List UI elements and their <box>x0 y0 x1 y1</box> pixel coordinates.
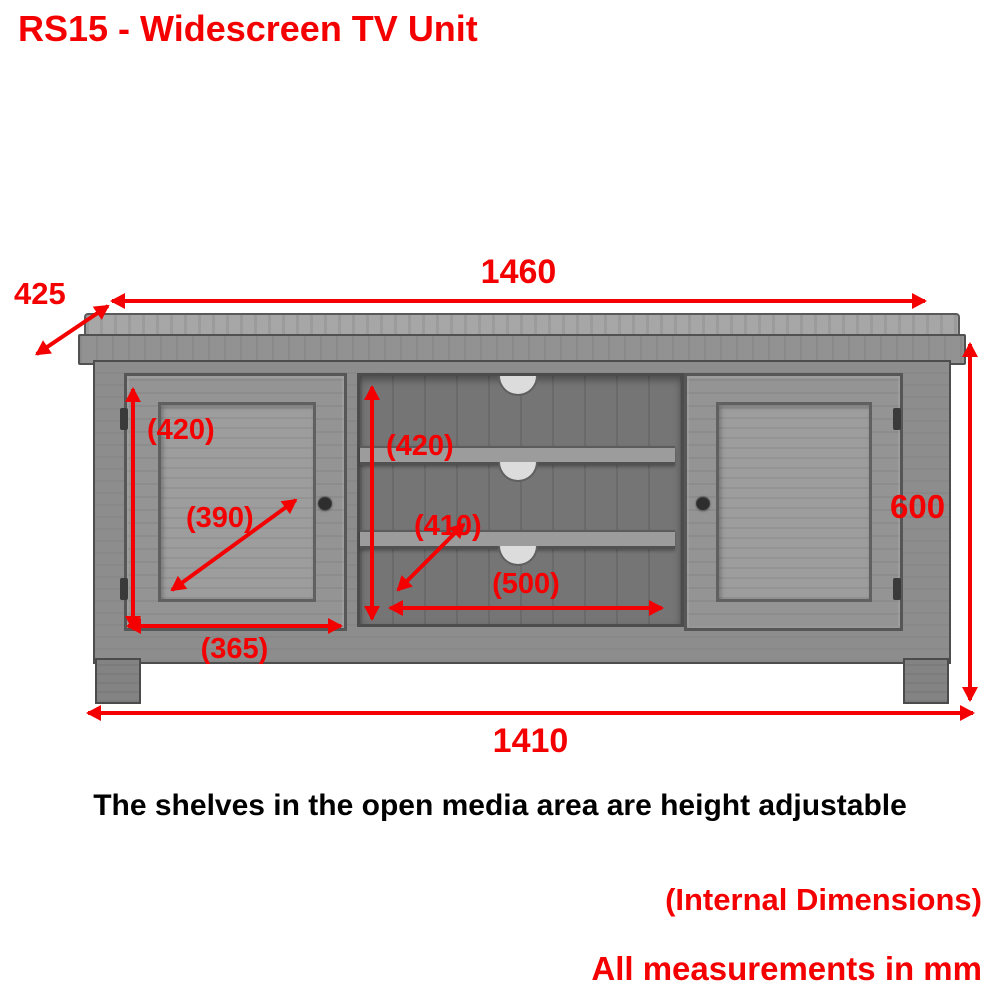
dim-arrow-top-width <box>112 299 925 303</box>
left-door-knob <box>318 496 332 510</box>
dim-arrow-bottom-width <box>88 711 973 715</box>
dim-label-door-diagonal: (390) <box>186 502 254 534</box>
right-door-hinge-top <box>893 408 901 430</box>
dim-label-door-width: (365) <box>200 633 269 665</box>
dim-label-depth: 425 <box>14 276 66 311</box>
left-door-hinge-bottom <box>120 578 128 600</box>
dim-arrow-media-width <box>390 606 662 610</box>
right-door-panel <box>716 402 872 602</box>
dim-label-door-height: (420) <box>147 414 215 446</box>
internal-dimensions-note: (Internal Dimensions) <box>665 882 982 917</box>
right-door-knob <box>696 496 710 510</box>
media-area <box>357 373 684 627</box>
dim-label-height: 600 <box>890 488 946 525</box>
dim-label-bottom-width: 1410 <box>492 722 569 760</box>
dim-label-media-height: (420) <box>386 430 454 462</box>
dim-label-media-diagonal: (410) <box>414 510 482 542</box>
dim-label-top-width: 1460 <box>480 253 557 291</box>
dim-arrow-door-height <box>131 389 135 629</box>
dim-arrow-media-height <box>370 387 374 619</box>
page-title: RS15 - Widescreen TV Unit <box>18 8 478 49</box>
left-door-hinge-top <box>120 408 128 430</box>
dim-arrow-height <box>968 344 972 700</box>
shelves-note: The shelves in the open media area are h… <box>93 789 907 822</box>
top-board-front-edge <box>78 334 966 365</box>
dim-arrow-door-width <box>128 624 341 628</box>
units-note: All measurements in mm <box>591 950 982 987</box>
right-door-hinge-bottom <box>893 578 901 600</box>
left-leg <box>95 658 141 704</box>
right-leg <box>903 658 949 704</box>
dim-label-media-width: (500) <box>492 568 560 600</box>
